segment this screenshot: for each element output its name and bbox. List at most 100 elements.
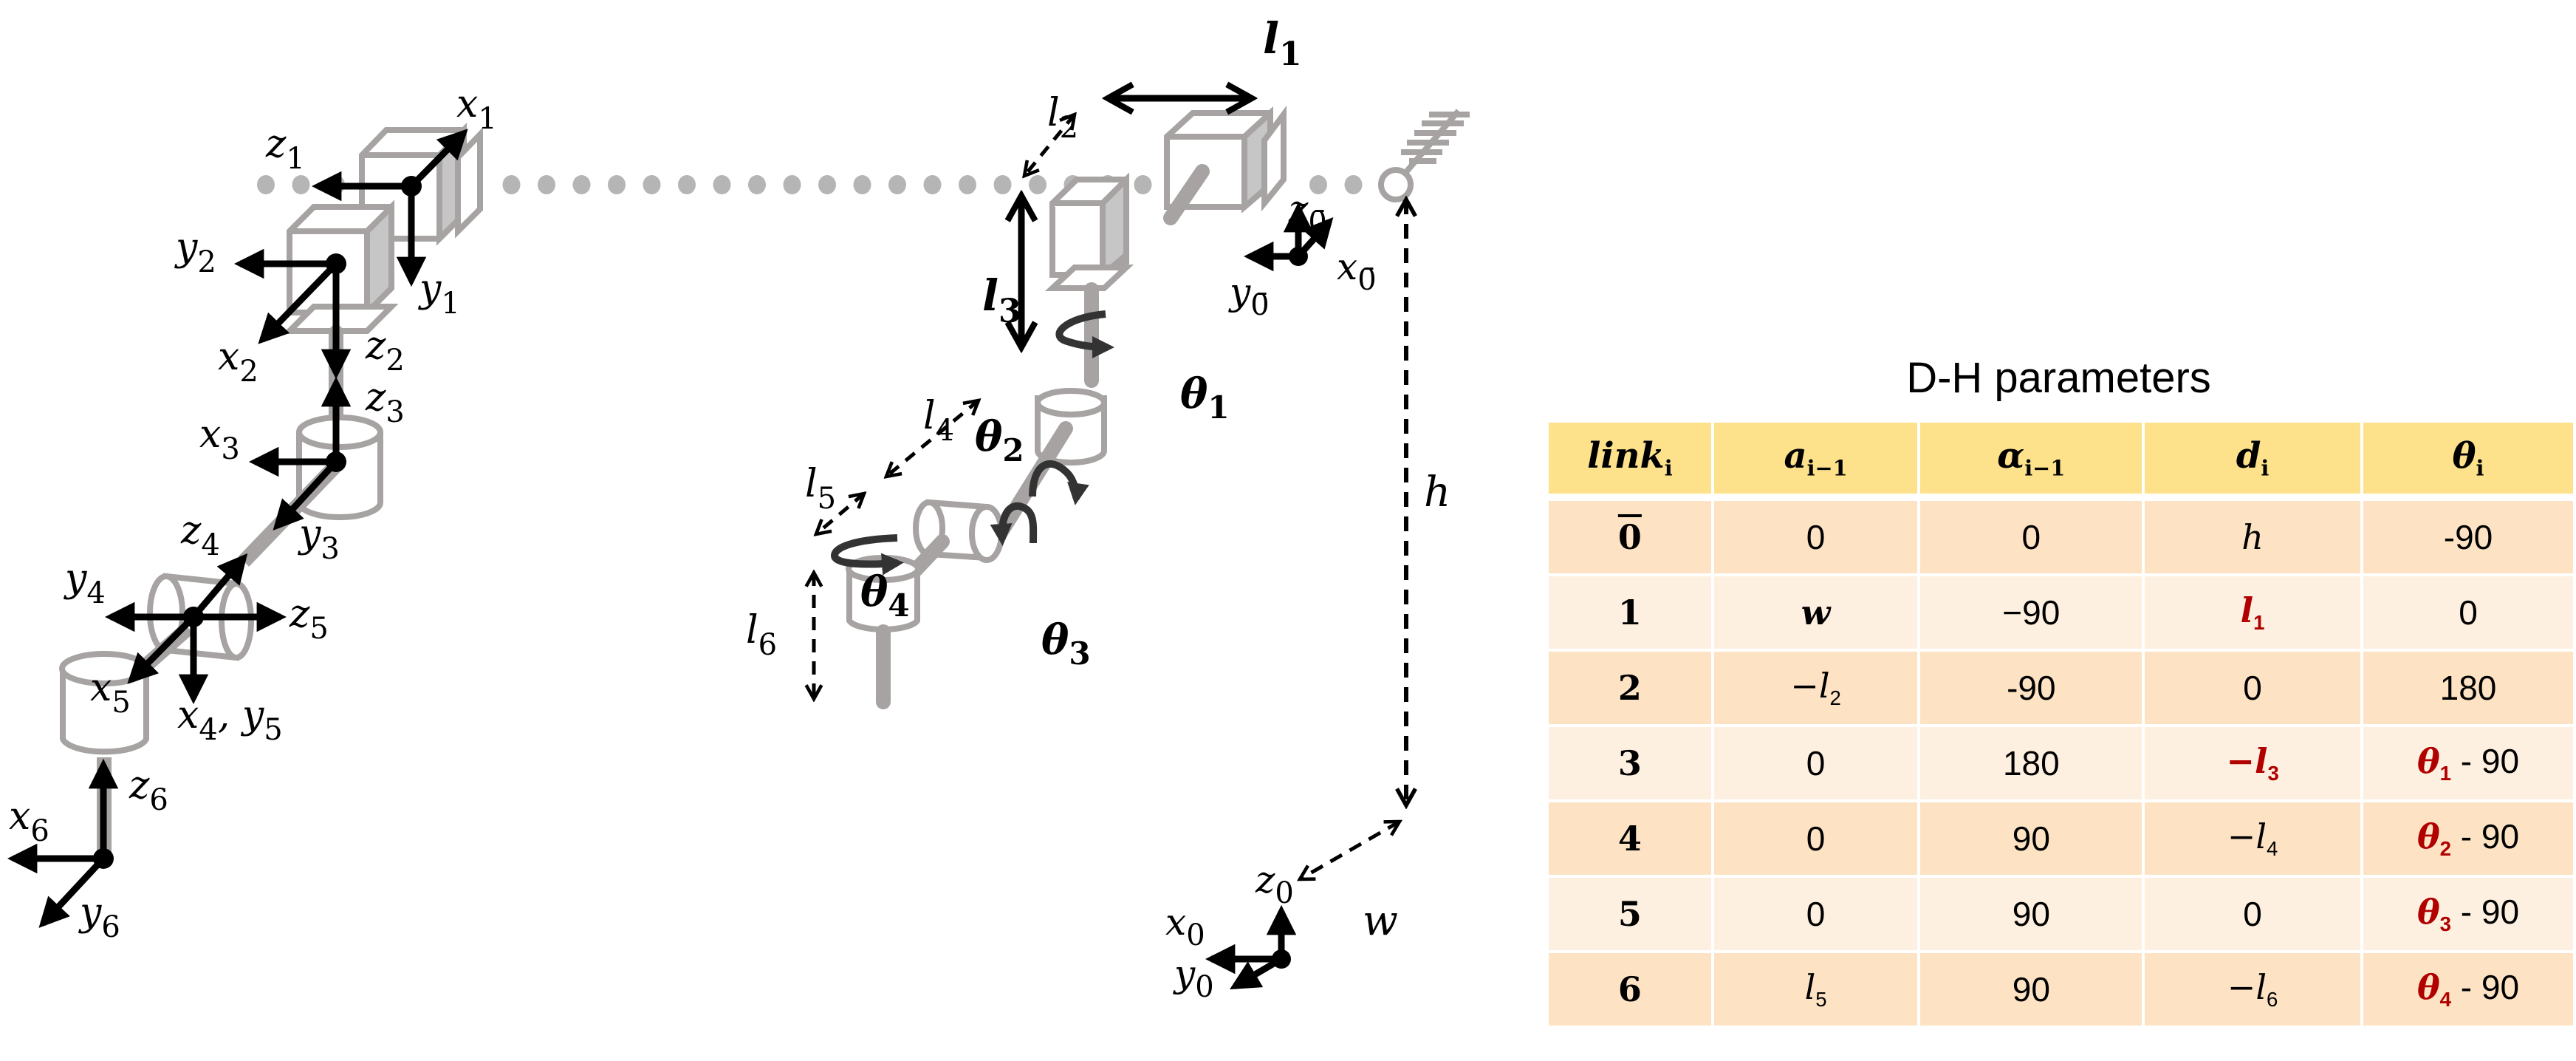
cell-theta: θ2 - 90 [2363,802,2573,878]
reference-dot [1344,175,1363,194]
cell-theta: -90 [2363,501,2573,576]
box-joint-2-right [1044,172,1134,291]
reference-dot [1134,175,1152,194]
cell-link: 0 [1549,501,1711,576]
cell-d: h [2145,501,2360,576]
reference-dot [818,175,836,194]
cell-a: 0 [1713,727,1918,802]
l5-dimension [816,494,864,534]
reference-dot [783,175,801,194]
cell-alpha: -90 [1920,652,2142,727]
cylinder-joint-3 [296,414,383,520]
label-z3: z3 [365,375,405,429]
cell-d: l1 [2145,576,2360,652]
right-frame-labels: z0̄ x0̄ y0̄ z0 x0 y0 [1165,188,1377,1004]
cell-link: 2 [1549,652,1711,727]
cell-link: 6 [1549,953,1711,1028]
cell-theta: 0 [2363,576,2573,652]
cell-link: 1 [1549,576,1711,652]
reference-dot [888,175,906,194]
label-z2: z2 [365,324,405,378]
label-w: w [1363,897,1398,945]
label-z1: z1 [265,122,305,176]
label-x0: x0 [1165,901,1205,952]
cell-theta: 180 [2363,652,2573,727]
cell-theta: θ4 - 90 [2363,953,2573,1028]
cell-a: −l2 [1713,652,1918,727]
left-frame-labels: x1 z1 y1 y2 x2 z2 z3 x3 y3 z4 y4 z5 x5 x… [9,82,497,944]
reference-dot [713,175,731,194]
label-l6: l6 [746,608,777,662]
right-joint-labels: θ1 θ2 θ3 θ4 [860,369,1230,672]
label-x2: x2 [218,335,258,389]
cell-theta: θ3 - 90 [2363,878,2573,953]
label-x0bar: x0̄ [1337,245,1377,297]
left-frame-origins [93,176,422,869]
reference-dot [748,175,766,194]
table-header-row: linki ai−1 αi−1 di θi [1549,423,2573,501]
reference-dot [502,175,521,194]
rotation-arrows [830,310,1114,576]
reference-dot [678,175,696,194]
ground-symbol [1378,109,1470,202]
theta4-rotation-arrow [830,534,904,576]
label-h: h [1424,468,1450,516]
label-z5: z5 [289,592,329,646]
label-z0bar: z0̄ [1288,188,1327,239]
label-x5: x5 [90,666,131,720]
label-l3: l3 [982,270,1021,330]
reference-dot [959,175,976,194]
label-y0bar: y0̄ [1228,270,1270,322]
cell-a: w [1713,576,1918,652]
w-dimension [1300,822,1400,879]
cell-d: −l6 [2145,953,2360,1028]
reference-dot [993,175,1012,194]
cell-a: 0 [1713,878,1918,953]
label-theta1: θ1 [1180,369,1230,426]
label-z0: z0 [1255,859,1294,910]
header-alpha: αi−1 [1920,423,2142,501]
reference-dot [608,175,626,194]
reference-dot [853,175,871,194]
label-y3: y3 [298,512,340,566]
header-theta: θi [2363,423,2573,501]
theta2-rotation-arrow [1029,460,1089,505]
cell-alpha: 0 [1920,501,2142,576]
header-a: ai−1 [1713,423,1918,501]
label-l2: l2 [1047,91,1078,145]
header-link: linki [1549,423,1711,501]
right-dimension-labels: l1 l2 l3 l4 l5 l6 h w [746,13,1450,945]
cell-theta: θ1 - 90 [2363,727,2573,802]
cell-a: 0 [1713,501,1918,576]
label-y1: y1 [418,267,460,321]
right-robot-model [846,105,1470,709]
cell-link: 4 [1549,802,1711,878]
cell-d: −l4 [2145,802,2360,878]
theta3-rotation-arrow [990,502,1038,546]
cell-link: 5 [1549,878,1711,953]
label-z4: z4 [180,508,220,562]
label-x4-y5: x4, y5 [177,693,283,747]
label-l4: l4 [923,394,954,448]
label-y2: y2 [174,225,216,279]
left-robot-model [59,123,483,864]
reference-dot [643,175,661,194]
label-theta3: θ3 [1041,615,1091,672]
dimension-arrows [814,98,1406,879]
reference-dot [923,175,942,194]
cell-link: 3 [1549,727,1711,802]
table-title: D-H parameters [1906,354,2211,402]
label-l1: l1 [1263,13,1302,73]
label-x1: x1 [456,82,497,136]
cell-alpha: 90 [1920,953,2142,1028]
label-y6: y6 [78,890,120,944]
right-frame-origins [1272,247,1308,969]
label-y0: y0 [1173,952,1214,1004]
cell-a: l5 [1713,953,1918,1028]
